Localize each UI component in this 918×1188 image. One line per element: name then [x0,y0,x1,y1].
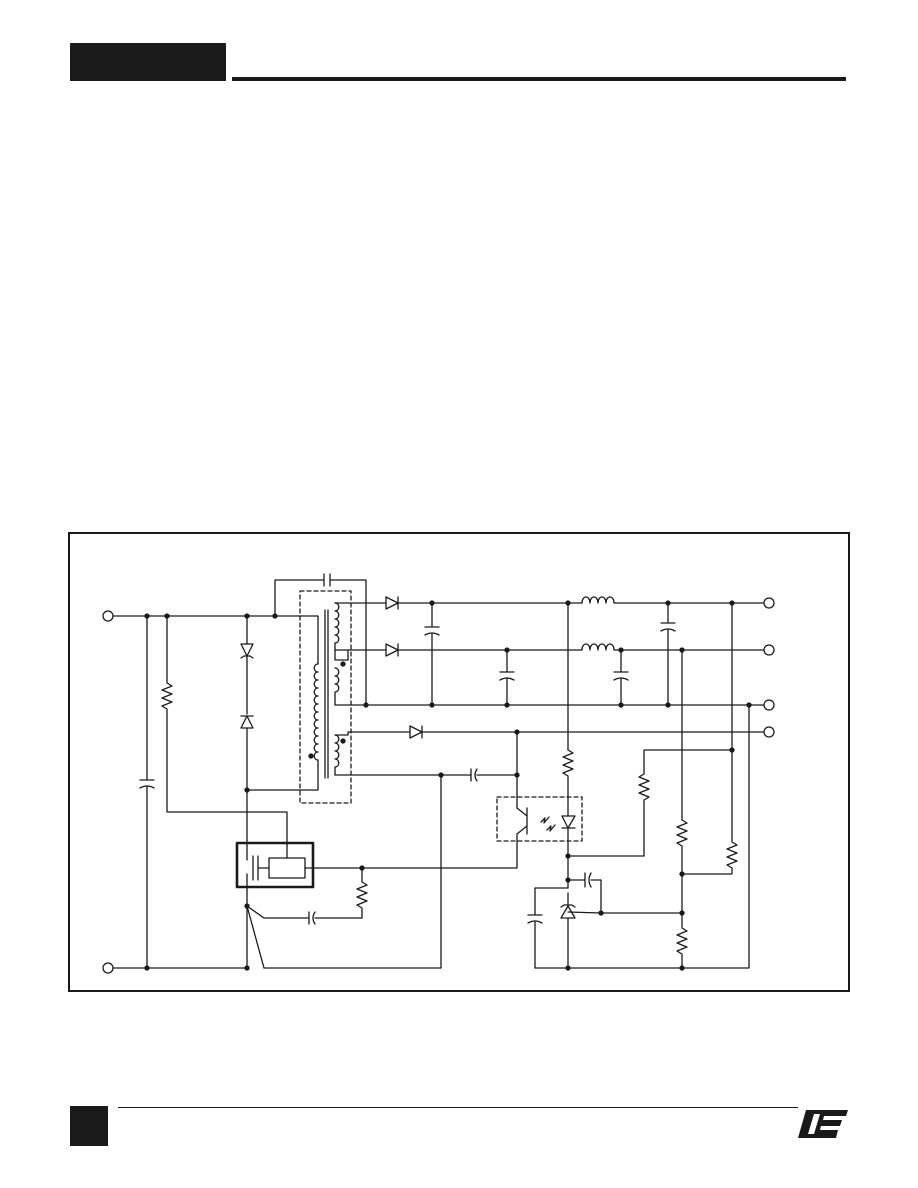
output-1-inductor [581,596,764,604]
soft-finish-capacitor [527,887,569,969]
bias-winding [334,731,349,776]
input-terminal-top [102,610,114,622]
feedback-resistor-3 [676,819,688,914]
output-1-diode [385,596,399,610]
junction-dot [164,613,170,619]
footer-page-block [70,1106,108,1146]
optocoupler-phototransistor [361,807,556,869]
optocoupler-led [561,815,576,829]
junction-dot [429,702,435,708]
junction-dot [244,613,250,619]
bias-capacitor [470,768,478,782]
output-terminal-1 [763,597,775,609]
primary-winding [308,615,319,791]
schematic-diagram [102,573,775,974]
clamp-zener [240,615,254,715]
junction-dot [565,965,571,971]
footer-rule [118,1107,798,1108]
header-block [70,43,226,81]
junction-dot [665,702,671,708]
output-2-inductor [581,643,764,651]
output-3-diode [409,725,423,739]
junction-dot [144,965,150,971]
output-2-post-capacitor [613,649,629,706]
topswitch-ic [235,841,363,889]
power-integrations-logo-icon [798,1110,848,1138]
junction-dot [144,613,150,619]
output-2-capacitor [499,649,515,706]
feedback-resistor-2 [681,841,738,875]
header-rule [232,77,846,81]
output-1-capacitor [424,602,440,706]
junction-dot [363,702,369,708]
output-terminal-common [763,699,775,711]
clamp-diode [240,715,254,791]
control-capacitor [246,905,363,925]
bulk-capacitor [139,615,155,969]
led-resistor [562,749,574,817]
output-1-post-capacitor [660,602,676,706]
junction-dot [272,613,278,619]
junction-dot [504,702,510,708]
junction-dot [679,965,685,971]
junction-dot [244,965,250,971]
y-capacitor [274,573,367,706]
junction-dot [618,702,624,708]
compensation-capacitor [567,872,602,914]
feedback-resistor-1 [638,749,733,857]
output-terminal-3 [763,726,775,738]
output-terminal-2 [763,644,775,656]
feedback-resistor-4 [676,912,688,969]
startup-resistor [161,615,288,846]
optocoupler-box [496,796,583,842]
output-2-diode [385,643,399,657]
shunt-regulator [560,892,683,969]
transformer-box [299,590,352,804]
transformer-core [324,609,329,779]
source-return-wire [263,774,442,969]
secondary-winding-2 [334,649,349,706]
secondary-winding-1 [334,602,349,667]
figure-frame [68,532,850,992]
input-terminal-bottom [102,962,114,974]
control-resistor [356,867,368,919]
secondary-return-wire [534,704,750,969]
junction-dot [598,910,604,916]
source-kelvin-wire [246,905,265,969]
